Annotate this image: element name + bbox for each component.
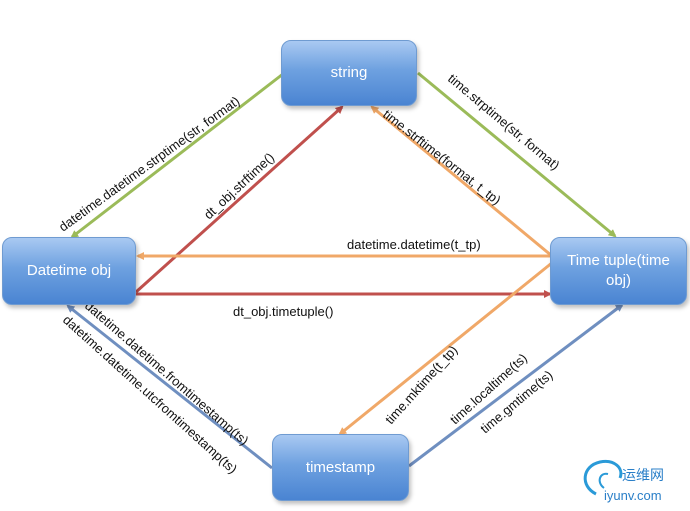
watermark-logo-icon bbox=[583, 459, 623, 496]
arrow-tuple-to-string bbox=[370, 105, 553, 258]
arrow-tuple-to-timestamp bbox=[338, 256, 559, 436]
label-strftime-dt: dt_obj.strftime() bbox=[201, 150, 277, 223]
node-string: string bbox=[281, 40, 417, 106]
arrow-string-to-tuple bbox=[417, 71, 617, 238]
arrow-timestamp-to-tuple bbox=[408, 303, 624, 468]
label-datetime-from-tuple: datetime.datetime(t_tp) bbox=[347, 237, 481, 252]
label-timetuple: dt_obj.timetuple() bbox=[233, 304, 333, 319]
watermark: 运维网 iyunv.com bbox=[583, 459, 664, 503]
arrow-string-to-datetime bbox=[70, 65, 293, 239]
watermark-brand: 运维网 bbox=[622, 467, 664, 483]
label-utcfromtimestamp: datetime.datetime.utcfromtimestamp(ts) bbox=[60, 312, 240, 476]
label-strftime-time: time.strftime(format, t_tp) bbox=[380, 107, 504, 208]
node-timestamp: timestamp bbox=[272, 434, 409, 501]
node-time-tuple: Time tuple(time obj) bbox=[550, 237, 687, 305]
node-time-tuple-label: Time tuple(time obj) bbox=[567, 252, 670, 289]
node-timestamp-label: timestamp bbox=[305, 458, 376, 476]
label-strptime-time: time.strptime(str, format) bbox=[445, 71, 563, 173]
node-string-label: string bbox=[330, 64, 368, 81]
arrow-timestamp-to-datetime bbox=[66, 304, 273, 470]
watermark-url: iyunv.com bbox=[604, 488, 662, 503]
node-datetime-obj-label: Datetime obj bbox=[26, 262, 112, 279]
arrow-datetime-to-string bbox=[134, 105, 344, 294]
label-fromtimestamp: datetime.datetime.fromtimestamp(ts) bbox=[82, 298, 252, 448]
node-datetime-obj: Datetime obj bbox=[2, 237, 136, 305]
